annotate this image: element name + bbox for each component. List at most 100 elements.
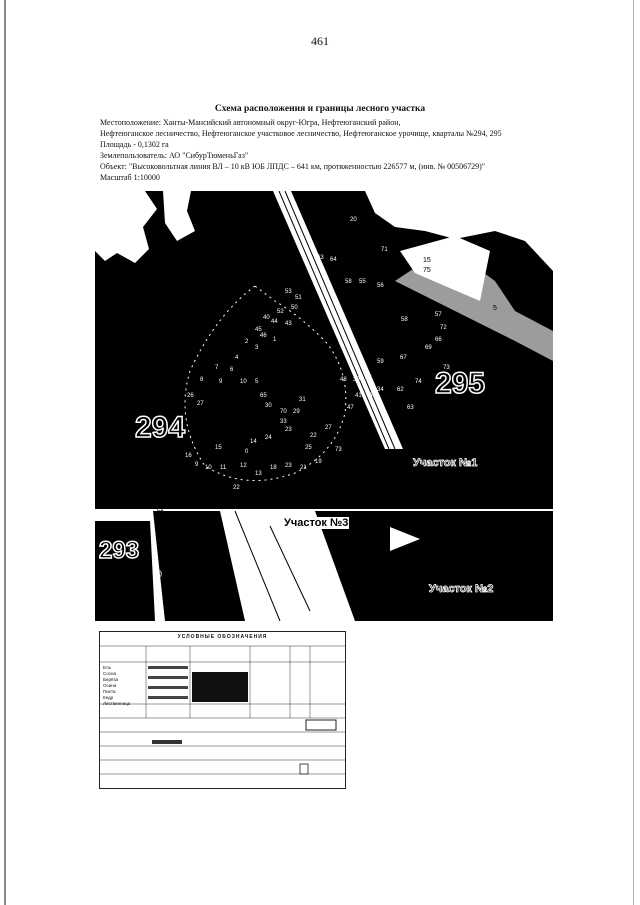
svg-text:34: 34 xyxy=(377,387,384,393)
label-75: 75 xyxy=(423,267,431,274)
legend-row-larch: Лиственница xyxy=(103,701,131,706)
svg-text:5: 5 xyxy=(255,379,259,385)
location-line-2: Нефтеюганское лесничество, Нефтеюганское… xyxy=(100,129,502,138)
svg-text:64: 64 xyxy=(330,257,337,263)
svg-text:14: 14 xyxy=(250,439,257,445)
strip-divider xyxy=(95,509,553,511)
clearing-area xyxy=(95,191,157,263)
svg-text:11: 11 xyxy=(220,465,227,471)
svg-text:1: 1 xyxy=(273,337,277,343)
clearing-area-2 xyxy=(163,191,195,241)
svg-text:67: 67 xyxy=(400,355,407,361)
svg-text:43: 43 xyxy=(285,321,292,327)
lower-line-2 xyxy=(269,525,311,612)
corridor-line xyxy=(278,191,390,450)
label-5: 5 xyxy=(493,305,497,312)
svg-text:45: 45 xyxy=(255,327,262,333)
legend-grid xyxy=(100,645,345,775)
svg-text:2: 2 xyxy=(245,339,249,345)
svg-text:6: 6 xyxy=(230,367,234,373)
legend-row-fir: Пихта xyxy=(103,689,116,694)
svg-text:71: 71 xyxy=(381,247,388,253)
svg-text:72: 72 xyxy=(440,325,447,331)
svg-text:26: 26 xyxy=(187,393,194,399)
svg-text:9: 9 xyxy=(195,462,199,468)
svg-text:18: 18 xyxy=(270,465,277,471)
svg-text:73: 73 xyxy=(443,365,450,371)
svg-text:58: 58 xyxy=(345,279,352,285)
svg-text:19: 19 xyxy=(315,459,322,465)
lower-clearing xyxy=(220,511,355,621)
svg-text:57: 57 xyxy=(435,312,442,318)
corridor-line-2 xyxy=(284,191,396,450)
svg-text:13: 13 xyxy=(255,471,262,477)
svg-text:65: 65 xyxy=(260,393,267,399)
scan-edge-left xyxy=(4,0,6,905)
legend-symbol-box xyxy=(305,719,337,731)
power-line-corridor xyxy=(273,191,403,449)
svg-text:10: 10 xyxy=(240,379,247,385)
plot-2-label: Участок №2 xyxy=(429,583,494,596)
svg-text:20: 20 xyxy=(350,217,357,223)
svg-text:46: 46 xyxy=(260,333,267,339)
svg-text:22: 22 xyxy=(310,433,317,439)
svg-text:27: 27 xyxy=(325,425,332,431)
svg-text:10: 10 xyxy=(205,465,212,471)
svg-text:29: 29 xyxy=(293,409,300,415)
svg-text:53: 53 xyxy=(285,289,292,295)
svg-text:52: 52 xyxy=(277,309,284,315)
open-area-top-right xyxy=(365,191,553,271)
document-title: Схема расположения и границы лесного уча… xyxy=(214,104,426,114)
svg-text:8: 8 xyxy=(200,377,204,383)
location-line: Местоположение: Ханты-Мансийский автоном… xyxy=(100,118,401,127)
quarter-293-dark xyxy=(95,521,155,621)
svg-text:74: 74 xyxy=(415,379,422,385)
svg-text:4: 4 xyxy=(235,355,239,361)
svg-text:51: 51 xyxy=(295,295,302,301)
legend-row-aspen: Осина xyxy=(103,683,117,688)
svg-text:50: 50 xyxy=(291,305,298,311)
svg-text:69: 69 xyxy=(425,345,432,351)
quarter-number-293: 293 xyxy=(98,536,140,565)
svg-text:56: 56 xyxy=(377,283,384,289)
quarter-number-295: 295 xyxy=(434,366,486,401)
open-area-mid xyxy=(400,236,490,301)
svg-text:70: 70 xyxy=(280,409,287,415)
svg-text:47: 47 xyxy=(347,405,354,411)
page-number: 461 xyxy=(311,34,329,48)
svg-text:25: 25 xyxy=(305,445,312,451)
svg-text:33: 33 xyxy=(365,375,372,381)
svg-text:66: 66 xyxy=(435,337,442,343)
svg-text:63: 63 xyxy=(317,255,324,261)
lower-line xyxy=(234,510,281,621)
scan-edge-right xyxy=(633,0,634,905)
svg-text:12: 12 xyxy=(240,463,247,469)
svg-text:24: 24 xyxy=(265,435,272,441)
svg-text:31: 31 xyxy=(299,397,306,403)
legend-row-pine: Сосна xyxy=(103,671,116,676)
svg-text:0: 0 xyxy=(245,449,249,455)
legend-row-birch: Берёза xyxy=(103,677,119,682)
svg-text:55: 55 xyxy=(359,279,366,285)
legend-row-spruce: Ель xyxy=(103,665,111,670)
svg-text:27: 27 xyxy=(197,401,204,407)
svg-text:23: 23 xyxy=(285,463,292,469)
svg-text:33: 33 xyxy=(280,419,287,425)
area-line: Площадь - 0,1302 га xyxy=(100,140,169,149)
label-56: 56 xyxy=(157,509,164,515)
legend-title: УСЛОВНЫЕ ОБОЗНАЧЕНИЯ xyxy=(177,634,268,640)
svg-text:22: 22 xyxy=(233,485,240,491)
svg-text:40: 40 xyxy=(263,315,270,321)
svg-text:3: 3 xyxy=(255,345,259,351)
svg-text:44: 44 xyxy=(271,319,278,325)
label-15: 15 xyxy=(423,257,431,264)
legend-table: УСЛОВНЫЕ ОБОЗНАЧЕНИЯ Ель Сосна Берёза Ос… xyxy=(99,631,346,789)
scale-line: Масштаб 1:10000 xyxy=(100,173,160,182)
arrow-marker xyxy=(390,527,420,551)
svg-text:16: 16 xyxy=(185,453,192,459)
svg-text:63: 63 xyxy=(407,405,414,411)
land-user-line: Землепользователь: АО "СибурТюменьГаз" xyxy=(100,151,249,160)
